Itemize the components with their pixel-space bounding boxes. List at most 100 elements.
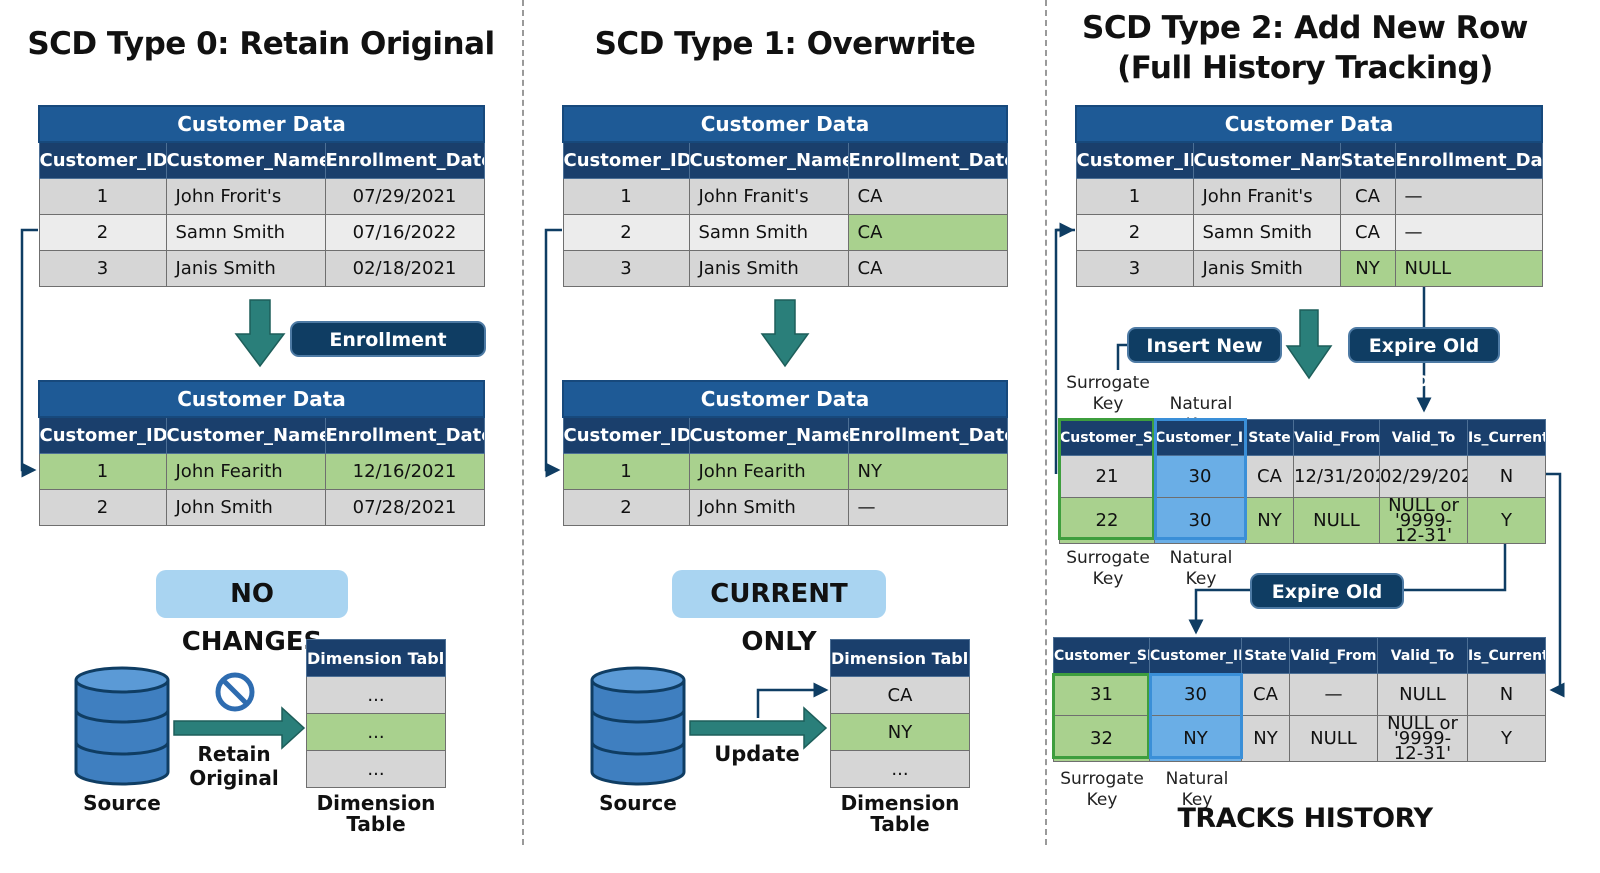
table-caption: Customer Data xyxy=(561,380,1009,418)
table-cell: 22 xyxy=(1059,497,1155,544)
column-header: Valid_From xyxy=(1289,637,1378,674)
table-row: 1 John Franit's CA — xyxy=(1075,177,1543,215)
column-header: State xyxy=(1241,637,1290,674)
table-cell: NY xyxy=(1149,715,1242,762)
table-row: 31 30 CA — NULL N xyxy=(1053,673,1546,716)
table-cell: 02/29/2021 xyxy=(1379,455,1468,498)
table-caption: Customer Data xyxy=(561,105,1009,143)
column-header: Customer_ID xyxy=(562,416,690,454)
column-header: Customer_ID xyxy=(1075,141,1194,179)
table-cell: CA xyxy=(1241,673,1290,716)
dimension-table: Dimension Table CA NY ... xyxy=(830,639,970,788)
column-header: Valid_From xyxy=(1293,419,1380,456)
table-cell: 30 xyxy=(1154,497,1246,544)
table-cell: John Frorit's xyxy=(165,177,326,215)
table-cell: NULL xyxy=(1394,249,1543,287)
history-connector xyxy=(1545,472,1565,698)
table-cell: 1 xyxy=(1075,177,1194,215)
table-cell: 2 xyxy=(38,213,167,251)
table-cell: ... xyxy=(306,676,446,714)
after-table: Customer Data Customer_ID Customer_Name … xyxy=(37,380,486,526)
table-cell: 1 xyxy=(562,452,690,490)
dimension-table: Dimension Table ... ... ... xyxy=(306,639,446,788)
table-cell: Y xyxy=(1467,497,1546,544)
table-row: 2 Samn Smith CA — xyxy=(1075,213,1543,251)
table-row: 2 Samn Smith CA xyxy=(562,213,1008,251)
table-row: 21 30 CA 12/31/2021 02/29/2021 N xyxy=(1059,455,1546,498)
table-row: 22 30 NY NULL NULL or '9999-12-31' Y xyxy=(1059,497,1546,544)
column-header: Customer_Name xyxy=(688,416,849,454)
column-header: State xyxy=(1339,141,1396,179)
table-cell: 12/31/2021 xyxy=(1293,455,1380,498)
table-cell: Janis Smith xyxy=(1192,249,1341,287)
column-header: Customer_SK xyxy=(1059,419,1155,456)
no-entry-icon xyxy=(215,672,255,712)
column-header: Customer_Name xyxy=(688,141,849,179)
before-table: Customer Data Customer_ID Customer_Name … xyxy=(37,105,486,287)
natural-key-label: Natural Key xyxy=(1165,769,1229,810)
retain-original-label: Retain Original xyxy=(189,742,279,790)
table-row: 3 Janis Smith CA xyxy=(562,249,1008,287)
table-cell: CA xyxy=(1339,177,1396,215)
table-cell: 1 xyxy=(38,177,167,215)
tracks-history-footer: TRACKS HISTORY xyxy=(1177,803,1433,834)
table-row: 32 NY NY NULL NULL or '9999-12-31' Y xyxy=(1053,715,1546,762)
dimension-header: Dimension Table xyxy=(830,639,970,677)
table-cell: NULL xyxy=(1293,497,1380,544)
insert-new-row-label: Insert New Row xyxy=(1127,327,1282,391)
column-header: Enrollment_Date xyxy=(1394,141,1543,179)
table-cell: 3 xyxy=(38,249,167,287)
column-header: Customer_ID xyxy=(562,141,690,179)
table-caption: Customer Data xyxy=(37,105,486,143)
table-cell: Samn Smith xyxy=(688,213,849,251)
table-row: 1 John Fearith 12/16/2021 xyxy=(38,452,485,490)
table-cell: Janis Smith xyxy=(165,249,326,287)
table-cell: 1 xyxy=(562,177,690,215)
table-cell: NY xyxy=(1245,497,1294,544)
table-cell: John Smith xyxy=(688,488,849,526)
table-row: ... xyxy=(830,750,970,788)
table-row: 1 John Franit's CA xyxy=(562,177,1008,215)
down-arrow-icon xyxy=(1285,309,1333,380)
table-row: ... xyxy=(306,713,446,751)
table-cell: CA xyxy=(830,676,970,714)
table-cell: NULL or '9999-12-31' xyxy=(1377,715,1468,762)
table-cell: 30 xyxy=(1149,673,1242,716)
panel-divider xyxy=(522,0,524,845)
table-row: 2 John Smith — xyxy=(562,488,1008,526)
down-arrow-icon xyxy=(760,299,810,368)
column-header: Customer_ID xyxy=(1149,637,1242,674)
panel-title-line1: SCD Type 2: Add New Row xyxy=(1082,10,1528,46)
table-cell: 02/18/2021 xyxy=(324,249,485,287)
surrogate-key-label: Surrogate Key xyxy=(1066,373,1150,414)
table-cell: John Fearith xyxy=(165,452,326,490)
insert-connector xyxy=(1116,343,1130,370)
expire-old-row-label: Expire Old Row xyxy=(1348,327,1500,391)
table-cell: 2 xyxy=(562,488,690,526)
row-link-connector xyxy=(544,228,562,478)
table-caption: Customer Data xyxy=(37,380,486,418)
table-caption: Customer Data xyxy=(1074,105,1544,143)
table-cell: 3 xyxy=(562,249,690,287)
table-row: ... xyxy=(306,676,446,714)
surrogate-key-label: Surrogate Key xyxy=(1066,548,1150,589)
no-changes-badge: NO CHANGES xyxy=(156,570,348,657)
column-header: Customer_ID xyxy=(1154,419,1246,456)
table-cell: CA xyxy=(1339,213,1396,251)
column-header: State xyxy=(1245,419,1294,456)
source-label: Source xyxy=(599,791,677,815)
column-header: Customer_Name xyxy=(1192,141,1341,179)
table-cell: John Franit's xyxy=(1192,177,1341,215)
table-cell: CA xyxy=(1245,455,1294,498)
panel-divider xyxy=(1045,0,1047,845)
table-cell: 12/16/2021 xyxy=(324,452,485,490)
table-cell: Samn Smith xyxy=(165,213,326,251)
table-cell: 30 xyxy=(1154,455,1246,498)
database-icon xyxy=(74,666,170,786)
table-cell: NY xyxy=(830,713,970,751)
table-cell: — xyxy=(1394,177,1543,215)
table-row: CA xyxy=(830,676,970,714)
down-arrow-icon xyxy=(234,299,286,368)
table-cell: — xyxy=(1289,673,1378,716)
